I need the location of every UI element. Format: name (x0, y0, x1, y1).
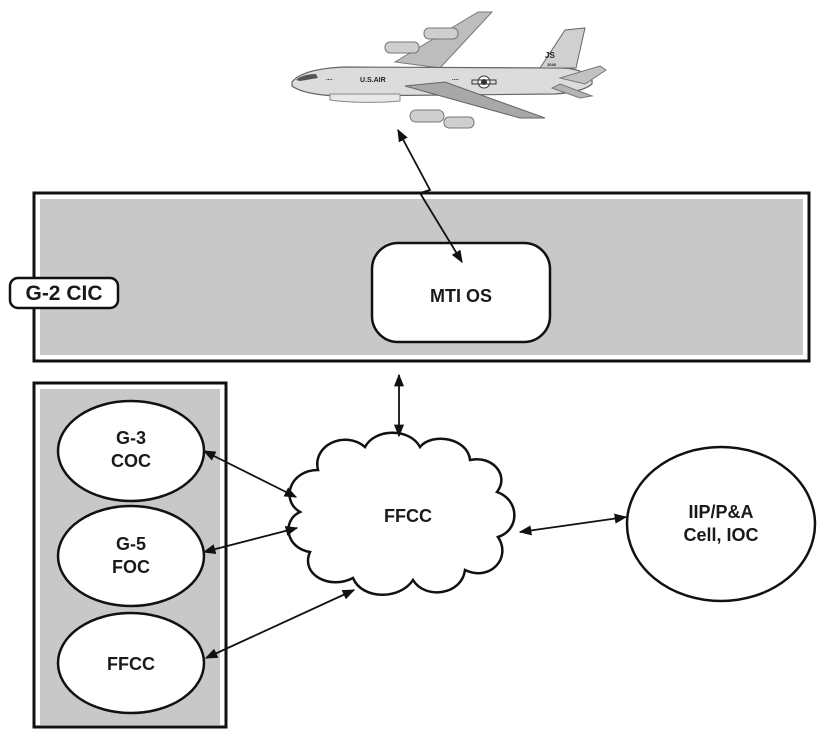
coc-label: COC (111, 451, 151, 471)
g2-cic-label: G-2 CIC (25, 282, 102, 305)
aircraft-tail-code: JS (545, 51, 555, 60)
mti-os-node: MTI OS (370, 241, 552, 344)
ffcc-cloud-label: FFCC (384, 506, 432, 526)
ffcc-cloud-node: FFCC (287, 431, 516, 596)
g2-cic-label-box: G-2 CIC (8, 276, 120, 310)
iip-label-line1: IIP/P&A (688, 502, 753, 522)
arrow-g5-to-ffcc (202, 525, 299, 555)
g5-label: G-5 (116, 534, 146, 554)
foc-label: FOC (112, 557, 150, 577)
iip-node: IIP/P&A Cell, IOC (625, 445, 817, 603)
arrow-ffcc-left-to-cloud (204, 589, 356, 659)
ffcc-left-node: FFCC (56, 611, 206, 715)
arrow-g3-to-ffcc (202, 450, 298, 498)
aircraft-fuselage-text: U.S.AIR (360, 77, 386, 84)
iip-label-line2: Cell, IOC (683, 525, 758, 545)
ffcc-left-label: FFCC (107, 654, 155, 674)
g3-label: G-3 (116, 428, 146, 448)
g5-foc-node: G-5 FOC (56, 504, 206, 608)
datalink-arrow (397, 128, 463, 264)
g3-coc-node: G-3 COC (56, 399, 206, 503)
mti-os-label: MTI OS (430, 286, 492, 306)
jstars-aircraft-icon: .... .... U.S.AIR JS 1048 (291, 11, 607, 129)
svg-text:....: .... (452, 76, 459, 82)
aircraft-tail-number: 1048 (547, 62, 557, 67)
svg-text:....: .... (326, 76, 333, 82)
arrow-cloud-to-iip (518, 513, 628, 536)
